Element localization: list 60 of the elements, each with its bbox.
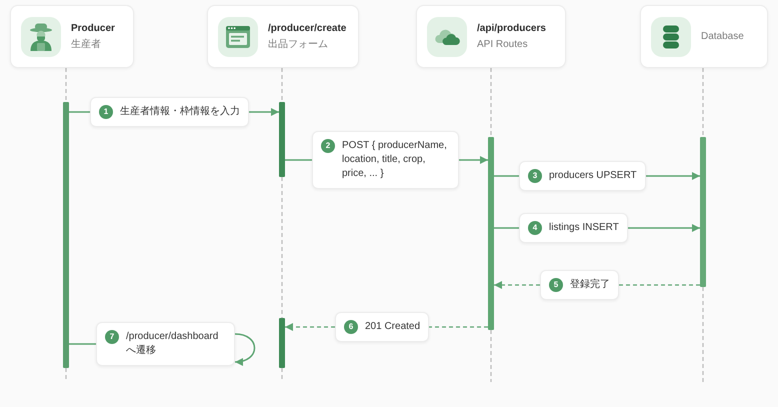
message-text: producers UPSERT bbox=[549, 169, 637, 183]
participant-role: 生産者 bbox=[71, 38, 102, 51]
message-box bbox=[335, 312, 430, 342]
lifeline bbox=[702, 68, 704, 137]
step-number: 2 bbox=[321, 139, 335, 153]
step-number: 7 bbox=[105, 330, 119, 344]
participant-role: API Routes bbox=[477, 38, 529, 51]
lifeline bbox=[490, 68, 492, 137]
message-line bbox=[619, 284, 700, 286]
self-call-arrow bbox=[234, 333, 256, 366]
lifeline bbox=[281, 68, 283, 102]
message-line bbox=[429, 326, 488, 328]
message-box bbox=[90, 97, 249, 127]
message-box bbox=[96, 322, 235, 366]
message-box bbox=[540, 270, 619, 300]
lifeline bbox=[702, 287, 704, 382]
message-box bbox=[519, 213, 628, 243]
activation-bar bbox=[700, 137, 706, 287]
message-line bbox=[285, 159, 312, 161]
participant-role: Database bbox=[701, 30, 744, 43]
message-text: 201 Created bbox=[365, 320, 420, 334]
activation-bar bbox=[279, 102, 285, 177]
message-arrow bbox=[285, 323, 335, 331]
lifeline bbox=[65, 368, 67, 382]
lifeline bbox=[281, 177, 283, 318]
message-line bbox=[69, 343, 96, 345]
lifeline bbox=[281, 368, 283, 382]
message-text: 登録完了 bbox=[570, 278, 610, 292]
message-arrow bbox=[459, 156, 488, 164]
participant-card bbox=[207, 5, 359, 68]
participant-card bbox=[416, 5, 566, 68]
message-line bbox=[69, 111, 90, 113]
participant-role: 出品フォーム bbox=[268, 38, 329, 51]
message-line bbox=[494, 227, 519, 229]
participant-name: Producer bbox=[71, 22, 115, 35]
message-arrow bbox=[628, 224, 700, 232]
message-text: /producer/dashboard へ遷移 bbox=[126, 330, 220, 358]
step-number: 1 bbox=[99, 105, 113, 119]
message-text: listings INSERT bbox=[549, 221, 619, 235]
message-line bbox=[494, 175, 519, 177]
participant-name: /api/producers bbox=[477, 22, 546, 35]
lifeline bbox=[65, 68, 67, 102]
message-text: 生産者情報・枠情報を入力 bbox=[120, 105, 240, 119]
step-number: 3 bbox=[528, 169, 542, 183]
activation-bar bbox=[488, 137, 494, 330]
message-arrow bbox=[249, 108, 279, 116]
participant-card bbox=[640, 5, 768, 68]
message-arrow bbox=[646, 172, 700, 180]
lifeline bbox=[490, 330, 492, 382]
message-arrow bbox=[494, 281, 540, 289]
step-number: 4 bbox=[528, 221, 542, 235]
message-box bbox=[312, 131, 459, 189]
activation-bar bbox=[63, 102, 69, 368]
step-number: 5 bbox=[549, 278, 563, 292]
participant-card bbox=[10, 5, 134, 68]
message-box bbox=[519, 161, 646, 191]
participant-name: /producer/create bbox=[268, 22, 346, 35]
activation-bar bbox=[279, 318, 285, 368]
step-number: 6 bbox=[344, 320, 358, 334]
message-text: POST { producerName, location, title, crop, price, ... } bbox=[342, 139, 448, 181]
